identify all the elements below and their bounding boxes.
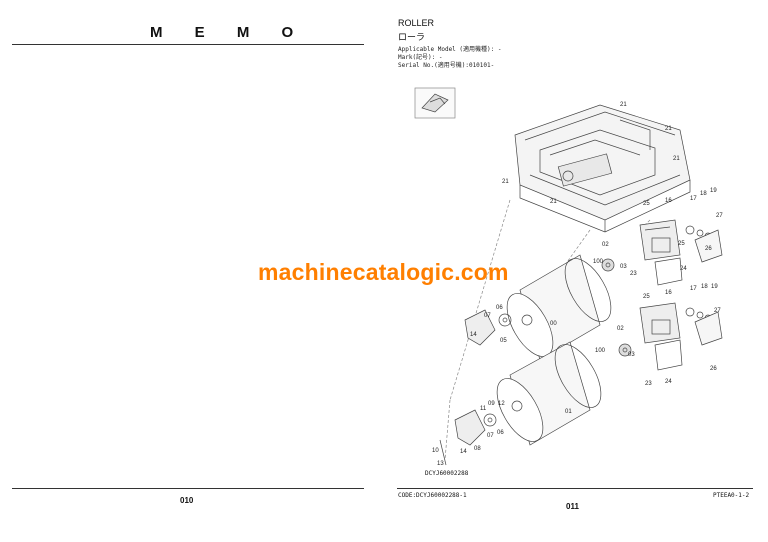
callout: 21 bbox=[550, 199, 557, 205]
callout: 06 bbox=[496, 305, 503, 311]
callout: 14 bbox=[460, 449, 467, 455]
lower-motor-drawing bbox=[639, 302, 723, 371]
callout: 25 bbox=[678, 241, 685, 247]
callout: 25 bbox=[643, 294, 650, 300]
callout: 25 bbox=[643, 201, 650, 207]
roller-exploded-diagram: 21 21 21 21 21 25 16 17 18 19 27 25 23 2… bbox=[414, 87, 723, 467]
callout: 21 bbox=[665, 126, 672, 132]
callout: 01 bbox=[565, 409, 572, 415]
callout: 26 bbox=[710, 366, 717, 372]
callout: 18 bbox=[701, 284, 708, 290]
callout: 21 bbox=[502, 179, 509, 185]
callout: 23 bbox=[645, 381, 652, 387]
callout: 05 bbox=[500, 338, 507, 344]
roller-title: ROLLER bbox=[398, 18, 435, 28]
upper-drum-drawing bbox=[506, 254, 615, 361]
memo-title-rule bbox=[12, 44, 364, 45]
callout: 100 bbox=[593, 259, 604, 265]
callout: 19 bbox=[711, 284, 718, 290]
callout: 16 bbox=[665, 198, 672, 204]
callout: 24 bbox=[665, 379, 672, 385]
callout: 27 bbox=[716, 213, 723, 219]
callout: 21 bbox=[673, 156, 680, 162]
callout: 13 bbox=[437, 461, 444, 467]
callout: 03 bbox=[628, 352, 635, 358]
callout: 07 bbox=[484, 313, 491, 319]
upper-motor-drawing bbox=[639, 219, 723, 286]
memo-title: M E M O bbox=[150, 24, 308, 41]
callout: 17 bbox=[690, 196, 697, 202]
left-page-number: 010 bbox=[180, 496, 194, 505]
callout: 24 bbox=[680, 266, 687, 272]
lower-drum-drawing bbox=[496, 341, 632, 446]
frame-drawing bbox=[514, 104, 691, 233]
callout: 14 bbox=[470, 332, 477, 338]
footer-code: CODE:DCYJ60002288-1 bbox=[398, 492, 467, 499]
roller-title-jp: ローラ bbox=[398, 32, 426, 42]
upper-bracket-drawing bbox=[464, 309, 512, 346]
callout: 00 bbox=[550, 321, 557, 327]
mark-label: Mark(記号): - bbox=[398, 54, 443, 61]
serial-number: Serial No.(適用号機):010101- bbox=[398, 62, 495, 69]
drawing-id: DCYJ60002288 bbox=[425, 470, 469, 477]
callout: 03 bbox=[620, 264, 627, 270]
callout: 18 bbox=[700, 191, 707, 197]
thumbnail-icon bbox=[414, 87, 456, 119]
callout: 21 bbox=[620, 102, 627, 108]
callout: 06 bbox=[497, 430, 504, 436]
callout-labels: 21 21 21 21 21 25 16 17 18 19 27 25 23 2… bbox=[432, 102, 723, 467]
callout: 26 bbox=[705, 246, 712, 252]
right-footer-rule bbox=[397, 488, 753, 489]
left-footer-rule bbox=[12, 488, 364, 489]
callout: 17 bbox=[690, 286, 697, 292]
lower-bracket-drawing bbox=[439, 409, 497, 466]
applicable-model: Applicable Model (適用機種): - bbox=[398, 46, 502, 53]
callout: 100 bbox=[595, 348, 606, 354]
callout: 09 bbox=[488, 401, 495, 407]
watermark: machinecatalogic.com bbox=[258, 259, 509, 285]
callout: 11 bbox=[480, 406, 487, 412]
callout: 23 bbox=[630, 271, 637, 277]
callout: 19 bbox=[710, 188, 717, 194]
callout: 08 bbox=[474, 446, 481, 452]
footer-page-code: PTEEA0-1-2 bbox=[713, 492, 750, 499]
callout: 27 bbox=[714, 308, 721, 314]
callout: 16 bbox=[665, 290, 672, 296]
right-page-number: 011 bbox=[566, 502, 579, 511]
callout: 07 bbox=[487, 433, 494, 439]
callout: 02 bbox=[617, 326, 624, 332]
callout: 12 bbox=[498, 401, 505, 407]
callout: 10 bbox=[432, 448, 439, 454]
callout: 02 bbox=[602, 242, 609, 248]
